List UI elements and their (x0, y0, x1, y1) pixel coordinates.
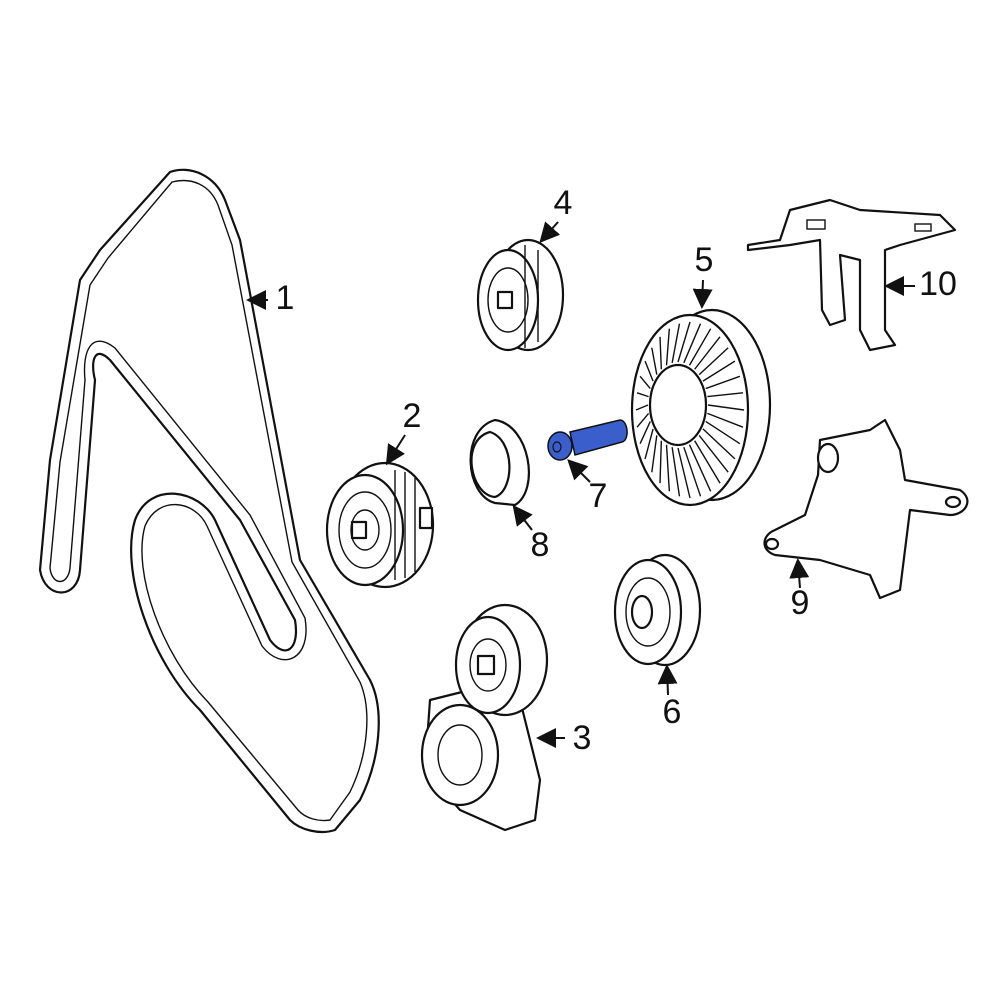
pulley-spoke (688, 328, 712, 366)
pulley-spoke (705, 375, 741, 390)
part-6-idler-pulley[interactable] (613, 553, 702, 667)
part-5-pulley[interactable] (630, 308, 772, 507)
callout-7: 7 (589, 477, 608, 515)
pulley-spoke (644, 428, 654, 460)
pulley-spoke (683, 323, 702, 364)
callout-1: 1 (276, 279, 295, 317)
part-9-bracket[interactable] (763, 418, 969, 600)
callout-5: 5 (695, 241, 714, 279)
pulley-spoke (698, 347, 729, 376)
pulley-spoke (659, 336, 663, 370)
pulley-spoke (677, 447, 691, 499)
pulley-spoke (694, 336, 721, 370)
pulley-spoke (636, 392, 649, 398)
pulley-spoke (694, 440, 721, 484)
pulley-spoke (639, 421, 651, 444)
pulley-spoke (698, 434, 729, 473)
pulley-spoke (639, 375, 651, 389)
pulley-spoke (644, 360, 654, 382)
part-7-bolt[interactable] (547, 419, 628, 461)
part-8-pulley-cap[interactable] (469, 418, 530, 507)
pulley-spoke (665, 444, 671, 492)
callout-9: 9 (791, 584, 810, 622)
part-2-idler-pulley[interactable] (325, 461, 435, 589)
pulley-spoke (665, 328, 671, 366)
callout-6: 6 (663, 693, 682, 731)
callout-2: 2 (403, 397, 422, 435)
part-4-idler-pulley[interactable] (476, 238, 565, 352)
pulley-spoke (651, 435, 658, 473)
pulley-spoke (683, 446, 702, 497)
callout-4: 4 (554, 184, 573, 222)
pulley-spoke (671, 447, 681, 497)
pulley-spoke (702, 360, 736, 382)
pulley-spoke (636, 412, 650, 428)
pulley-spoke (671, 323, 681, 363)
pulley-spoke (651, 347, 658, 375)
pulley-spoke (635, 404, 649, 411)
callout-3: 3 (573, 719, 592, 757)
pulley-spoke (705, 420, 741, 445)
pulley-spoke (707, 392, 744, 398)
pulley-spoke (707, 404, 745, 411)
callout-arrows (246, 221, 915, 748)
part-3-belt-tensioner[interactable] (420, 603, 549, 832)
part-1-serpentine-belt[interactable] (38, 168, 380, 834)
part-10-bracket[interactable] (746, 198, 957, 352)
pulley-spoke (702, 428, 736, 460)
callout-10: 10 (919, 265, 957, 303)
pulley-spoke (707, 412, 744, 428)
callout-8: 8 (531, 526, 550, 564)
pulley-spoke (677, 321, 691, 363)
pulley-spoke (688, 444, 712, 492)
pulley-spoke (659, 440, 663, 484)
